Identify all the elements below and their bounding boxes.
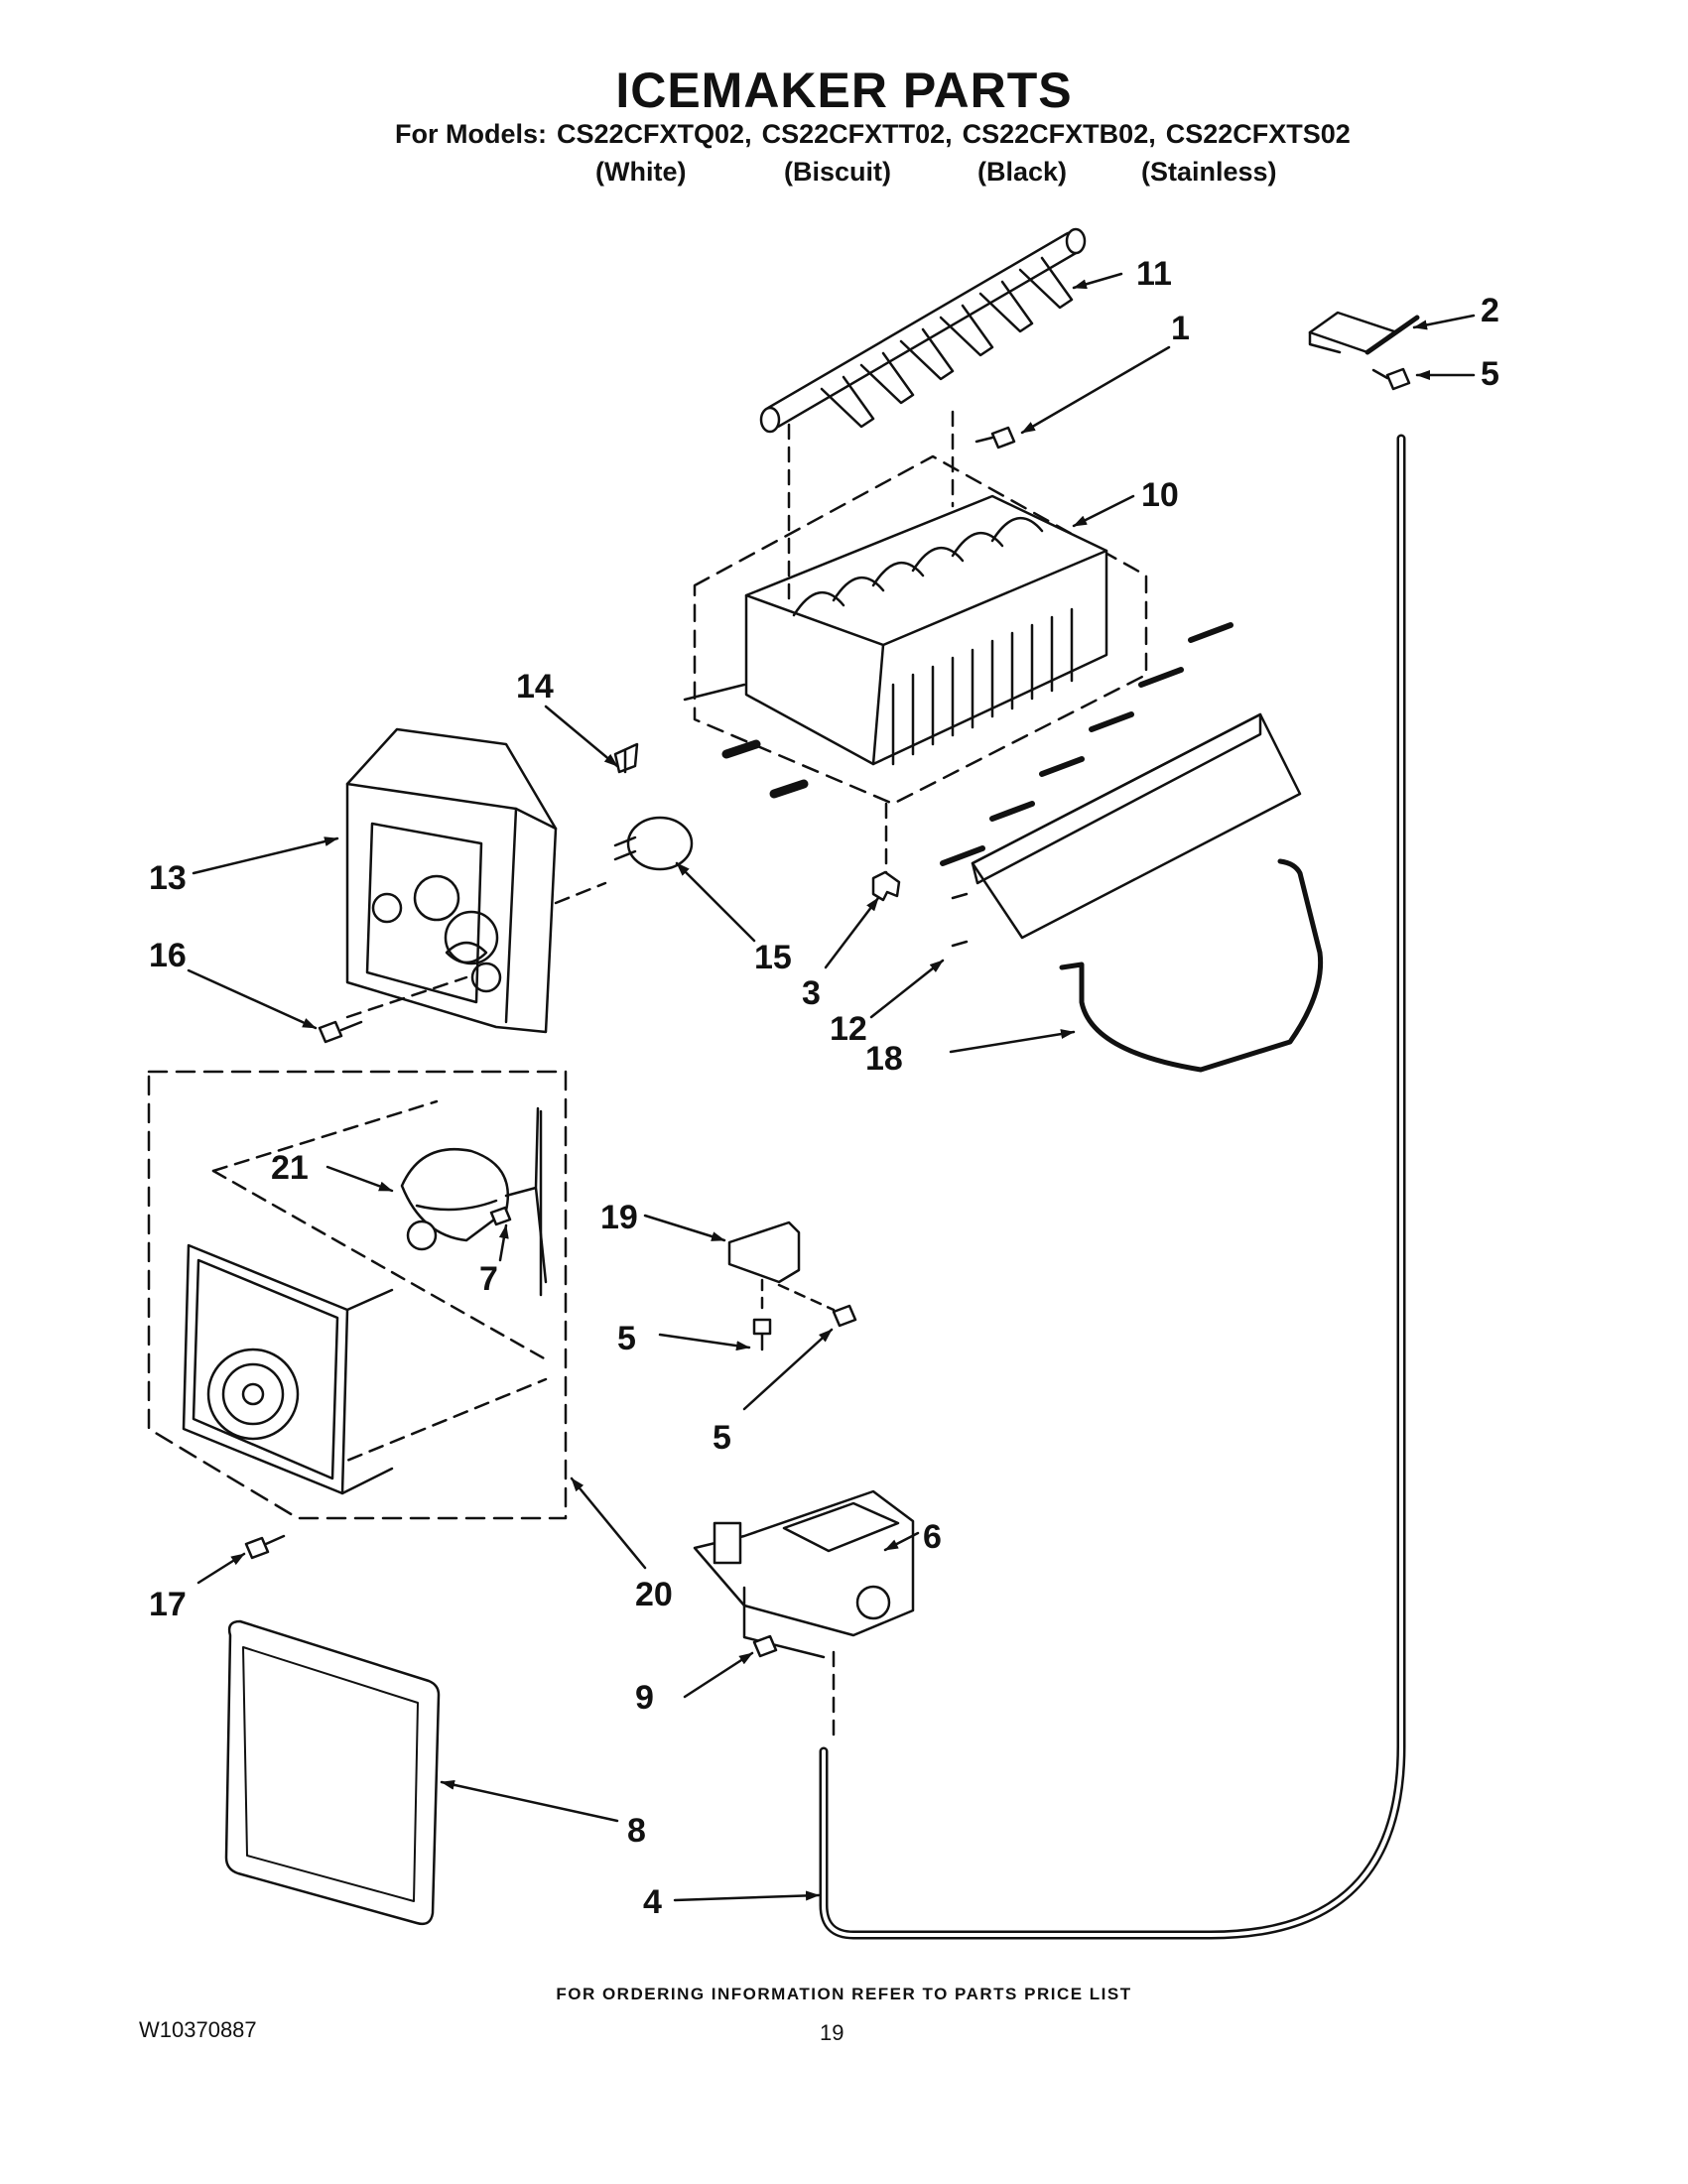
front-cover-part [224, 1619, 441, 1926]
bracket-part [727, 1220, 801, 1284]
screw-part [489, 1206, 512, 1226]
module-assembly-box [147, 1070, 568, 1520]
callout-3: 3 [802, 974, 821, 1012]
callout-7: 7 [479, 1260, 498, 1298]
model-variant: (Stainless) [1141, 157, 1277, 187]
ejector-shaft-part [759, 227, 1087, 434]
callout-11: 11 [1136, 255, 1172, 293]
callout-18: 18 [865, 1040, 903, 1078]
callout-17: 17 [149, 1586, 187, 1623]
callout-16: 16 [149, 937, 187, 974]
shutoff-arm-part [1059, 858, 1324, 1073]
document-number: W10370887 [139, 2017, 257, 2042]
module-plate-part [182, 1243, 394, 1495]
model-number: CS22CFXTQ02, [557, 119, 752, 149]
screw-part [752, 1318, 772, 1351]
thermostat-part [613, 816, 694, 871]
model-number: CS22CFXTS02 [1165, 119, 1351, 149]
ice-stripper-part [940, 622, 1302, 948]
callout-5: 5 [713, 1419, 731, 1457]
models-line: For Models: CS22CFXTQ02, CS22CFXTT02, CS22C… [395, 119, 1361, 150]
callout-2: 2 [1481, 292, 1499, 329]
model-variant: (White) [595, 157, 687, 187]
callout-8: 8 [627, 1812, 646, 1850]
module-housing-part [345, 727, 558, 1034]
spring-clip-part [613, 742, 639, 774]
callout-4: 4 [643, 1883, 662, 1921]
screw-part [1371, 367, 1411, 391]
callout-1: 1 [1171, 310, 1190, 347]
callout-15: 15 [754, 939, 792, 976]
callout-5: 5 [617, 1320, 636, 1357]
models-prefix: For Models: [395, 119, 547, 149]
water-valve-part [693, 1489, 915, 1659]
callout-21: 21 [271, 1149, 309, 1187]
callout-9: 9 [635, 1679, 654, 1717]
model-number: CS22CFXTT02, [761, 119, 953, 149]
page-number: 19 [820, 2020, 844, 2045]
bracket-part [1308, 311, 1420, 355]
model-variant: (Black) [977, 157, 1068, 187]
callout-19: 19 [600, 1199, 638, 1236]
callout-14: 14 [516, 668, 554, 706]
screw-part [752, 1634, 778, 1658]
ordering-note: FOR ORDERING INFORMATION REFER TO PARTS … [556, 1985, 1132, 2003]
callout-6: 6 [923, 1518, 942, 1556]
screw-part [832, 1304, 857, 1328]
model-variant: (Biscuit) [784, 157, 891, 187]
model-number: CS22CFXTB02, [962, 119, 1156, 149]
icemaker-mold-part [683, 454, 1148, 806]
callout-20: 20 [635, 1576, 673, 1613]
callout-labels: 11 1 2 5 10 14 13 15 16 3 12 18 21 7 19 … [149, 255, 1499, 1921]
callout-5: 5 [1481, 355, 1499, 393]
screw-part [244, 1534, 286, 1560]
screw-part [318, 1020, 363, 1044]
clip-part [871, 870, 901, 902]
callout-leaders [187, 272, 1476, 1902]
screw-part [974, 426, 1016, 450]
callout-13: 13 [149, 859, 187, 897]
motor-part [400, 1106, 548, 1297]
callout-12: 12 [830, 1010, 867, 1048]
page-title: ICEMAKER PARTS [615, 63, 1073, 118]
callout-10: 10 [1141, 476, 1179, 514]
